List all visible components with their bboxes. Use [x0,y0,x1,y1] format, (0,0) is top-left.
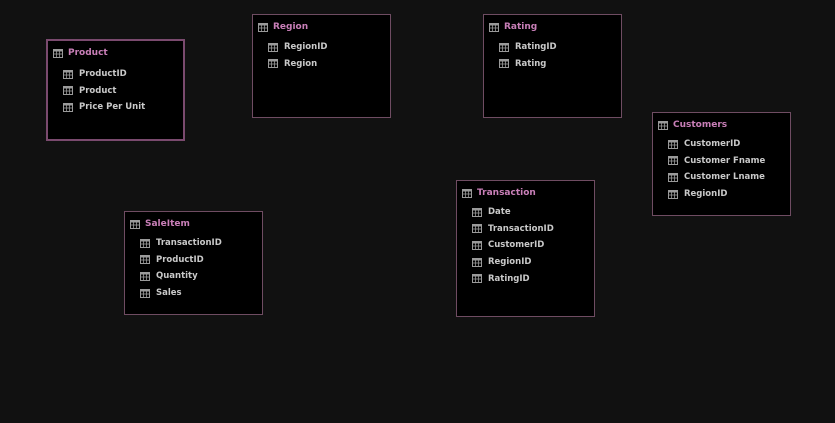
field-name: RegionID [284,42,328,53]
table-header: SaleItem [130,217,190,231]
field-name: RatingID [488,273,530,284]
field-row[interactable]: Product [63,83,145,100]
field-name: Quantity [156,271,198,282]
field-row[interactable]: Rating [499,56,557,73]
column-icon [472,240,482,250]
field-row[interactable]: ProductID [63,66,145,83]
column-icon [63,86,73,96]
field-name: ProductID [156,254,204,265]
field-name: TransactionID [488,223,554,234]
field-list: CustomerID Customer Fname Customer Lname… [668,136,765,202]
column-icon [472,224,482,234]
table-card-transaction[interactable]: Transaction Date TransactionID CustomerI… [456,180,595,317]
table-title: Transaction [477,188,536,198]
field-row[interactable]: CustomerID [472,237,554,254]
column-icon [140,255,150,265]
field-name: RegionID [684,189,728,200]
table-card-region[interactable]: Region RegionID Region [252,14,391,118]
column-icon [472,257,482,267]
field-row[interactable]: Region [268,56,327,73]
column-icon [140,238,150,248]
table-card-rating[interactable]: Rating RatingID Rating [483,14,622,118]
column-icon [140,288,150,298]
table-header: Region [258,20,308,34]
column-icon [140,271,150,281]
table-card-saleitem[interactable]: SaleItem TransactionID ProductID Quantit… [124,211,263,315]
table-title: Customers [673,120,728,130]
table-title: Product [68,48,108,58]
table-icon [462,188,472,198]
field-list: RatingID Rating [499,39,557,72]
field-name: CustomerID [684,139,741,150]
field-name: Region [284,58,318,69]
table-card-customers[interactable]: Customers CustomerID Customer Fname Cust… [652,112,791,216]
column-icon [668,172,678,182]
table-header: Product [53,46,108,60]
field-row[interactable]: RatingID [499,39,557,56]
field-name: Product [79,85,117,96]
field-name: RatingID [515,42,557,53]
field-name: Customer Lname [684,172,765,183]
table-card-product[interactable]: Product ProductID Product Price Per Unit [46,39,185,141]
table-header: Rating [489,20,537,34]
column-icon [472,274,482,284]
field-name: CustomerID [488,240,545,251]
field-list: Date TransactionID CustomerID RegionID R… [472,204,554,287]
column-icon [668,139,678,149]
column-icon [63,69,73,79]
column-icon [63,102,73,112]
table-icon [53,48,63,58]
field-list: ProductID Product Price Per Unit [63,66,145,116]
field-row[interactable]: Price Per Unit [63,99,145,116]
table-icon [258,22,268,32]
field-name: Price Per Unit [79,102,146,113]
field-name: Date [488,207,511,218]
table-icon [489,22,499,32]
column-icon [499,59,509,69]
field-row[interactable]: Quantity [140,268,222,285]
table-icon [658,120,668,130]
field-row[interactable]: Date [472,204,554,221]
field-row[interactable]: TransactionID [140,235,222,252]
field-row[interactable]: RatingID [472,270,554,287]
field-name: ProductID [79,69,127,80]
table-header: Transaction [462,186,536,200]
field-name: Sales [156,288,182,299]
field-name: RegionID [488,257,532,268]
column-icon [668,189,678,199]
field-row[interactable]: Customer Fname [668,153,765,170]
column-icon [668,156,678,166]
field-row[interactable]: Sales [140,285,222,302]
field-row[interactable]: RegionID [668,186,765,203]
field-row[interactable]: RegionID [472,254,554,271]
field-row[interactable]: RegionID [268,39,327,56]
table-title: SaleItem [145,219,190,229]
table-title: Region [273,22,309,32]
field-row[interactable]: TransactionID [472,221,554,238]
table-header: Customers [658,118,727,132]
field-row[interactable]: CustomerID [668,136,765,153]
column-icon [499,42,509,52]
field-list: RegionID Region [268,39,327,72]
table-icon [130,219,140,229]
field-list: TransactionID ProductID Quantity Sales [140,235,222,301]
column-icon [268,42,278,52]
field-name: TransactionID [156,238,222,249]
field-name: Rating [515,58,547,69]
table-title: Rating [504,22,538,32]
field-row[interactable]: ProductID [140,252,222,269]
field-name: Customer Fname [684,155,766,166]
column-icon [472,207,482,217]
field-row[interactable]: Customer Lname [668,169,765,186]
column-icon [268,59,278,69]
